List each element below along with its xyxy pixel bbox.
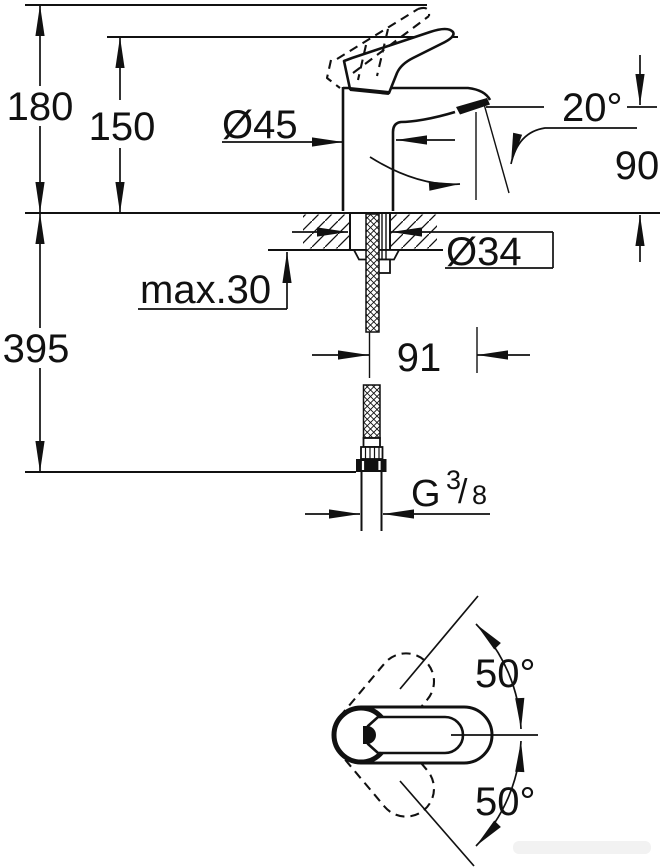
dim-total-height-label: 180 (7, 85, 74, 129)
detail-dot-bottom (378, 751, 382, 756)
shank-edges (349, 214, 391, 249)
stream-angle-arc-arrow (369, 156, 461, 191)
hose-collar (362, 437, 381, 448)
thread-numerator: 3 (446, 465, 461, 495)
lever-handle-raised-dashed (325, 6, 431, 89)
connection-tube (360, 472, 383, 531)
detail-dot-top (378, 714, 382, 719)
handle-hub-mark (363, 726, 376, 744)
dim-below-counter-label: 395 (3, 327, 70, 371)
water-stream-line (483, 103, 510, 194)
thread-denominator: 8 (472, 480, 487, 510)
dim-shank-diameter-label: Ø34 (446, 230, 522, 274)
aerator (456, 98, 490, 115)
handle-base-seam (349, 87, 390, 95)
hose-ferrule (360, 446, 384, 460)
faucet-side-view (25, 4, 660, 531)
flex-hose-lower (362, 384, 381, 439)
dim-stream-angle-label: 20° (562, 86, 623, 130)
dim-body-diameter-label: Ø45 (222, 103, 298, 147)
body-top-and-spout (343, 86, 492, 101)
flex-hose-upper (365, 213, 380, 333)
thread-letter: G (411, 473, 441, 515)
swivel-arc-bottom (475, 740, 525, 847)
faint-watermark (513, 841, 651, 854)
hose-connection-nut (356, 459, 387, 472)
swivel-ray-bottom (399, 780, 475, 867)
dimension-annotations: 180 150 395 Ø45 20° 90 Ø34 max.30 91 (3, 5, 660, 519)
dim-swivel-top-label: 50° (475, 652, 536, 696)
faucet-top-view: 50° 50° (331, 595, 538, 867)
dim-spout-reach-label: 91 (397, 336, 442, 380)
mounting-stud (381, 214, 387, 259)
dim-swivel-bottom-label: 50° (475, 780, 536, 824)
dim-body-height-label: 150 (89, 105, 156, 149)
lever-handle (342, 27, 455, 95)
dim-max-counter-thickness-label: max.30 (140, 268, 271, 312)
handle-swivel-position-bottom-dashed (338, 716, 435, 818)
swivel-arc-top (475, 623, 525, 730)
handle-inner-outline (366, 715, 465, 755)
thread-slash: / (458, 473, 468, 511)
spout-underside (391, 110, 456, 211)
swivel-ray-top (399, 595, 479, 690)
thread-size-label: G 3 / 8 (411, 465, 487, 515)
dim-spout-height-label: 90 (615, 144, 660, 188)
